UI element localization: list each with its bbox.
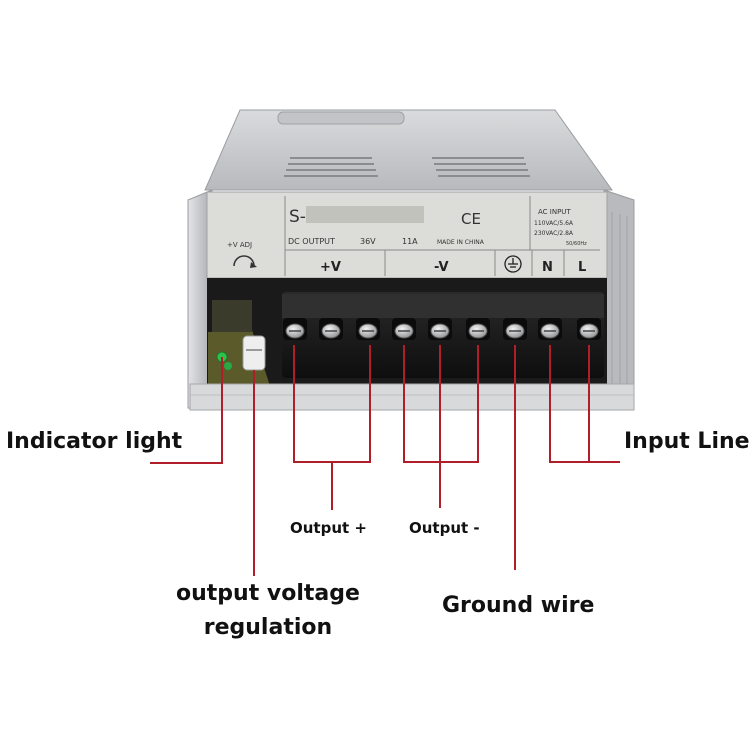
ac-input-text: AC INPUT (538, 208, 571, 216)
dc-output-text: DC OUTPUT (288, 237, 335, 246)
label-indicator-light: Indicator light (6, 429, 182, 454)
model-blurred-smudge (306, 206, 424, 223)
label-ground-wire: Ground wire (442, 593, 594, 618)
case-right-wall (604, 190, 634, 410)
current-text: 11A (402, 237, 418, 246)
case-top (205, 110, 612, 190)
label-regulation-line1: output voltage (176, 577, 360, 611)
terminal-label-l: L (578, 260, 586, 275)
ac-line1-text: 110VAC/5.6A (534, 220, 574, 227)
case-bottom (190, 384, 634, 410)
adj-label: +V ADJ (227, 241, 252, 249)
pcb-trim (212, 300, 252, 332)
ac-line2-text: 230VAC/2.8A (534, 230, 574, 237)
label-output-minus: Output - (409, 519, 480, 537)
terminal-screws (283, 318, 601, 340)
terminal-label-minus-v: -V (434, 260, 449, 275)
label-output-plus: Output + (290, 519, 367, 537)
model-prefix: S- (289, 207, 306, 227)
terminal-label-plus-v: +V (320, 260, 341, 275)
label-output-voltage-regulation: output voltage regulation (176, 577, 360, 645)
made-in-text: MADE IN CHINA (437, 239, 485, 246)
terminal-label-n: N (542, 260, 553, 275)
ac-freq-text: 50/60Hz (566, 241, 587, 247)
voltage-pot (243, 336, 265, 370)
voltage-text: 36V (360, 237, 376, 246)
label-regulation-line2: regulation (176, 611, 360, 645)
ce-mark: CE (461, 210, 481, 228)
lid-logo-plate (278, 112, 404, 124)
label-input-line: Input Line (624, 429, 750, 454)
